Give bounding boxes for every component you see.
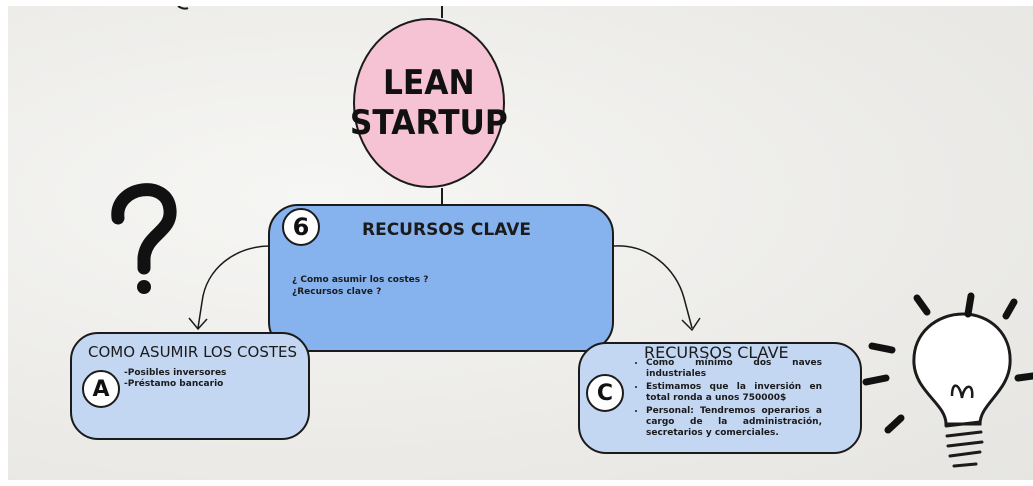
main-node-title: RECURSOS CLAVE xyxy=(362,220,532,240)
corner-mark xyxy=(177,6,189,10)
right-curved-arrow-icon xyxy=(613,245,701,332)
main-node-questions: ¿ Como asumir los costes ? ¿Recursos cla… xyxy=(292,274,428,298)
node-a-lines: -Posibles inversores -Préstamo bancario xyxy=(124,368,226,390)
node-a-line: -Préstamo bancario xyxy=(124,379,224,389)
node-a-line: -Posibles inversores xyxy=(124,368,227,378)
recursos-clave-main-node: 6 RECURSOS CLAVE ¿ Como asumir los coste… xyxy=(268,204,614,352)
connectors xyxy=(111,6,1033,468)
left-curved-arrow-icon xyxy=(188,245,271,331)
main-node-question: ¿Recursos clave ? xyxy=(292,287,382,297)
question-mark-icon xyxy=(111,183,177,294)
node-c-title: RECURSOS CLAVE xyxy=(644,343,789,362)
mind-map-canvas: LEAN STARTUP 6 RECURSOS CLAVE ¿ Como asu… xyxy=(8,6,1033,480)
node-a-title: COMO ASUMIR LOS COSTES xyxy=(88,343,297,361)
main-node-number-badge: 6 xyxy=(282,208,320,246)
main-node-question: ¿ Como asumir los costes ? xyxy=(292,275,429,285)
node-c-list-item: Como mínimo dos naves industriales xyxy=(646,358,822,380)
center-title-line1: LEAN xyxy=(383,63,475,103)
center-title-line2: STARTUP xyxy=(350,103,509,143)
node-c-box xyxy=(578,342,862,454)
node-c-letter-badge: C xyxy=(586,374,624,412)
lean-startup-circle: LEAN STARTUP xyxy=(350,18,509,188)
light-bulb-icon xyxy=(862,292,1033,468)
node-c-list-item: Estimamos que la inversión en total rond… xyxy=(646,382,822,404)
node-c-list: Como mínimo dos naves industriales Estim… xyxy=(634,358,822,441)
node-a-letter-badge: A xyxy=(82,370,120,408)
node-c-list-item: Personal: Tendremos operarios a cargo de… xyxy=(646,406,822,439)
